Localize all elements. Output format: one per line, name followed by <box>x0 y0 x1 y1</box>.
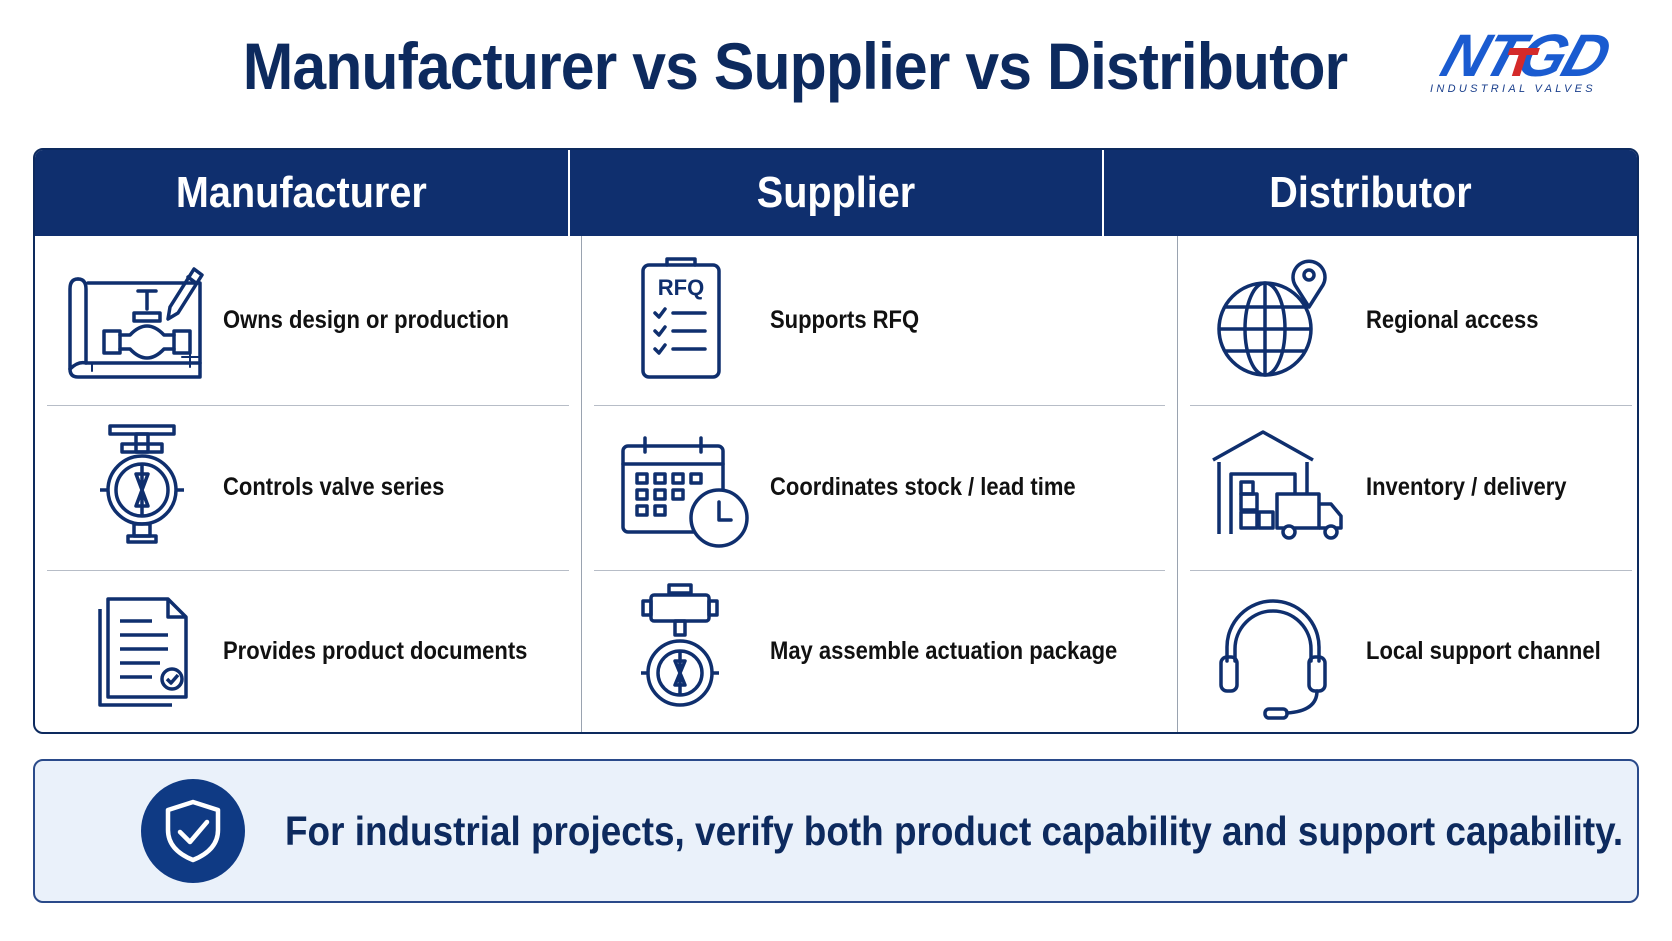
table-cell: Coordinates stock / lead time <box>593 406 1165 571</box>
ntgd-logo: NTGD INDUSTRIAL VALVES <box>1420 20 1654 100</box>
column-supplier: RFQ Supports RFQ <box>582 236 1178 732</box>
actuated-valve-icon <box>594 581 770 721</box>
table-header: Manufacturer Supplier Distributor <box>35 150 1637 236</box>
banner-text: For industrial projects, verify both pro… <box>285 807 1624 854</box>
table-cell: Controls valve series <box>47 406 569 571</box>
warehouse-truck-icon <box>1190 418 1366 558</box>
comparison-table: Manufacturer Supplier Distributor <box>33 148 1639 734</box>
cell-text: Local support channel <box>1365 636 1601 665</box>
globe-pin-icon <box>1190 251 1366 391</box>
svg-text:INDUSTRIAL VALVES: INDUSTRIAL VALVES <box>1430 83 1596 95</box>
cell-text: Supports RFQ <box>769 306 919 335</box>
table-cell: Regional access <box>1189 236 1633 407</box>
header-distributor: Distributor <box>1269 168 1472 217</box>
table-cell: Provides product documents <box>47 571 569 732</box>
headset-icon <box>1190 581 1366 721</box>
cell-text: Inventory / delivery <box>1365 473 1567 502</box>
cell-text: Provides product documents <box>223 636 528 665</box>
cell-text: Regional access <box>1365 306 1538 335</box>
cell-text: May assemble actuation package <box>769 636 1118 665</box>
cell-text: Coordinates stock / lead time <box>769 473 1076 502</box>
header-supplier: Supplier <box>570 150 1105 236</box>
svg-text:RFQ: RFQ <box>658 275 704 300</box>
table-cell: Owns design or production <box>47 236 569 407</box>
shield-check-icon <box>141 779 245 883</box>
column-manufacturer: Owns design or production <box>35 236 582 732</box>
summary-banner: For industrial projects, verify both pro… <box>33 759 1639 903</box>
documents-check-icon <box>47 581 223 721</box>
butterfly-valve-icon <box>47 418 223 558</box>
table-cell: Local support channel <box>1190 571 1633 732</box>
rfq-clipboard-icon: RFQ <box>594 251 770 391</box>
column-distributor: Regional access Inventory / delivery <box>1178 236 1637 732</box>
table-cell: May assemble actuation package <box>594 571 1165 732</box>
cell-text: Owns design or production <box>223 306 509 335</box>
calendar-clock-icon <box>594 418 770 558</box>
blueprint-valve-icon <box>47 251 223 391</box>
page-title: Manufacturer vs Supplier vs Distributor <box>242 29 1348 103</box>
header-manufacturer: Manufacturer <box>35 150 570 236</box>
cell-text: Controls valve series <box>223 473 445 502</box>
table-cell: RFQ Supports RFQ <box>593 236 1165 407</box>
table-cell: Inventory / delivery <box>1189 406 1633 571</box>
